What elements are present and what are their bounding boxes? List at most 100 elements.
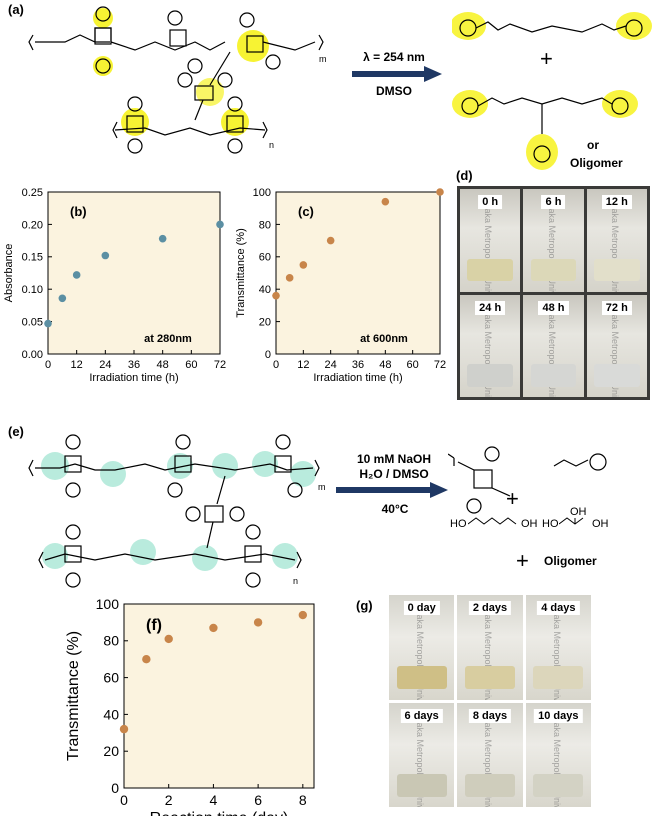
x-axis-label: Irradiation time (h)	[89, 372, 178, 384]
x-tick-label: 4	[210, 792, 218, 808]
data-point	[119, 724, 129, 734]
vial-time-label: 4 days	[537, 601, 580, 615]
vial-time-label: 24 h	[475, 300, 506, 315]
highlight-yellow	[93, 8, 113, 28]
y-tick-label: 100	[253, 187, 271, 199]
data-point	[158, 234, 167, 243]
data-point	[142, 655, 151, 664]
vial-liquid	[396, 773, 447, 797]
vial-liquid	[530, 258, 577, 282]
y-tick-label: 0.00	[22, 349, 43, 361]
x-tick-label: 36	[128, 359, 140, 371]
x-tick-label: 60	[407, 359, 419, 371]
vial-liquid	[593, 364, 640, 387]
vial-time-label: 12 h	[601, 195, 632, 209]
polymer-structure-a: m n	[28, 6, 327, 154]
subscript-m: m	[319, 54, 327, 64]
vial-liquid	[465, 773, 515, 797]
vial-liquid	[530, 364, 577, 387]
vial-time-label: 8 days	[468, 708, 512, 723]
vial-liquid	[533, 773, 584, 797]
subscript-n: n	[269, 140, 274, 150]
vial-liquid	[465, 666, 515, 690]
chart-transmittance-reaction: 02040608010002468Reaction time (day)Tran…	[65, 596, 315, 816]
data-point	[58, 294, 67, 303]
vial-liquid	[396, 666, 447, 690]
vial-liquid	[533, 666, 584, 690]
plus-sign-e2: +	[516, 548, 529, 573]
data-point	[209, 623, 218, 633]
triol-label-oh-right: OH	[592, 518, 609, 530]
data-point	[101, 251, 110, 260]
data-point	[285, 274, 294, 282]
label-oligomer-e: Oligomer	[544, 554, 597, 568]
data-point	[216, 220, 224, 229]
arrow-label-water-dmso: H₂O / DMSO	[359, 467, 429, 481]
data-point	[272, 291, 280, 300]
y-tick-label: 0.25	[22, 187, 43, 199]
vial-liquid	[593, 258, 640, 282]
x-tick-label: 60	[185, 359, 197, 371]
x-tick-label: 12	[297, 359, 309, 371]
x-tick-label: 24	[99, 359, 111, 371]
subscript-m-e: m	[318, 482, 325, 492]
vial-liquid	[467, 258, 514, 282]
vial-time-label: 72 h	[601, 300, 632, 315]
arrow-label-temperature: 40°C	[381, 502, 409, 516]
vial-liquid	[467, 364, 514, 387]
plus-sign-a: +	[540, 46, 553, 71]
x-tick-label: 72	[434, 359, 446, 371]
panel-label-d: (d)	[456, 168, 473, 183]
y-tick-label: 100	[96, 596, 120, 612]
y-tick-label: 0.20	[22, 219, 43, 231]
label-or: or	[587, 138, 599, 152]
products-structure-e	[448, 446, 607, 514]
panel-label-e: (e)	[8, 424, 24, 439]
data-point	[72, 271, 81, 279]
diol-label-ho: HO	[450, 518, 467, 530]
subscript-n-e: n	[293, 576, 298, 586]
x-tick-label: 48	[379, 359, 391, 371]
reaction-arrow-a	[352, 66, 442, 82]
x-tick-label: 0	[45, 359, 51, 371]
data-point	[326, 236, 335, 245]
y-tick-label: 0	[265, 349, 271, 361]
panel-label-f: (f)	[146, 617, 162, 634]
data-point	[44, 319, 52, 328]
y-tick-label: 0.10	[22, 284, 43, 296]
x-axis-label: Irradiation time (h)	[313, 372, 402, 384]
polymer-structure-e: m n	[28, 434, 325, 588]
y-axis-label: Transmittance (%)	[235, 228, 247, 317]
y-tick-label: 20	[103, 743, 119, 759]
x-axis-label: Reaction time (day)	[150, 810, 289, 816]
products-structure-a	[452, 12, 652, 170]
arrow-label-naoh: 10 mM NaOH	[356, 452, 432, 466]
y-tick-label: 60	[103, 670, 119, 686]
y-tick-label: 40	[259, 284, 271, 296]
x-tick-label: 2	[165, 792, 173, 808]
x-tick-label: 72	[214, 359, 226, 371]
vial-time-label: 6 h	[541, 195, 566, 209]
x-tick-label: 12	[71, 359, 83, 371]
x-tick-label: 36	[352, 359, 364, 371]
chart-annotation: at 600nm	[360, 333, 408, 345]
vial-time-label: 2 days	[468, 601, 512, 615]
vial-time-label: 10 days	[534, 708, 583, 723]
x-tick-label: 24	[325, 359, 337, 371]
plus-sign-e1: +	[506, 486, 519, 511]
y-tick-label: 60	[259, 252, 271, 264]
x-tick-label: 6	[254, 792, 262, 808]
y-tick-label: 20	[259, 316, 271, 328]
